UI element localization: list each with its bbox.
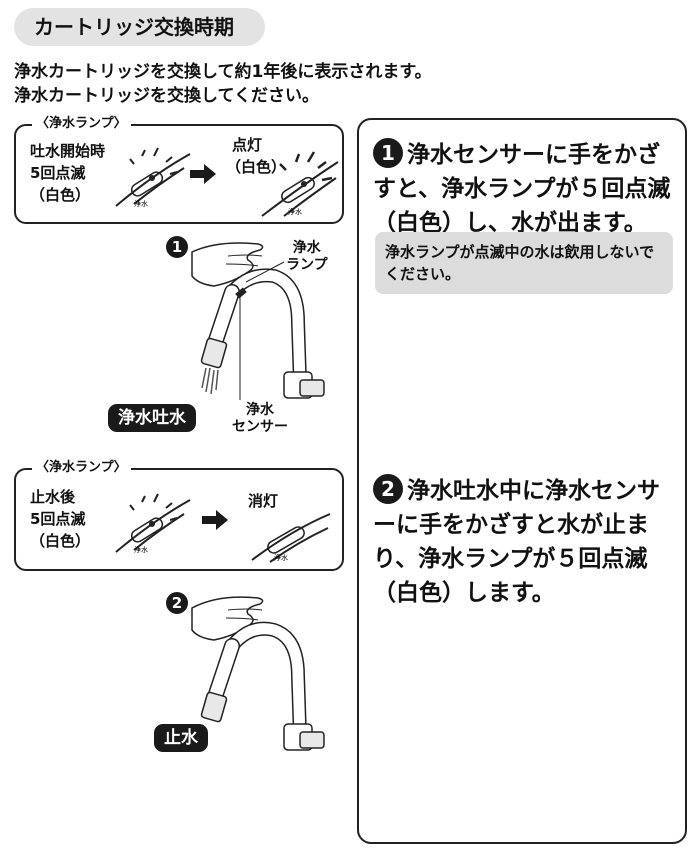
lamp-left-caption: 止水後 5回点滅 （白色） [30, 486, 90, 552]
faucet-with-hand-illustration-2 [191, 596, 325, 751]
caption-line: （白色） [30, 186, 91, 204]
faucet-with-hand-illustration-1 [191, 242, 325, 400]
caption-line: 5回点滅 [30, 164, 86, 182]
lamp-left-caption: 吐水開始時 5回点滅 （白色） [30, 140, 105, 206]
lamp-icon-label: 浄水 [288, 207, 302, 216]
caption-line: 5回点滅 [30, 510, 86, 528]
intro-line-2: 浄水カートリッジを交換してください。 [14, 86, 319, 106]
lamp-icon-label: 浄水 [134, 199, 148, 208]
caution-note: 浄水ランプが点滅中の水は飲用しないでください。 [375, 232, 673, 294]
step-badge-1: 1 [166, 236, 188, 258]
callout-line: 浄水 [246, 402, 274, 418]
lit-lamp-icon: 浄水 [261, 151, 339, 217]
caption-line: 吐水開始時 [30, 142, 106, 160]
lamp-icon-label: 浄水 [274, 553, 288, 562]
callout-line: センサー [232, 419, 288, 435]
arrow-right-icon [190, 164, 216, 184]
caption-line: 点灯 [232, 136, 263, 154]
lamp-box-label: 〈浄水ランプ〉 [32, 115, 131, 133]
water-stop-badge: 止水 [154, 724, 208, 752]
step-number-badge: 1 [373, 138, 403, 168]
lamp-status-box-1: 〈浄水ランプ〉 吐水開始時 5回点滅 （白色） 浄水 点灯 （白色） [14, 115, 344, 224]
intro-text: 浄水カートリッジを交換して約1年後に表示されます。 浄水カートリッジを交換してく… [14, 60, 432, 108]
arrow-right-icon [202, 510, 228, 530]
intro-line-1: 浄水カートリッジを交換して約1年後に表示されます。 [14, 62, 432, 82]
step-badge-2: 2 [166, 592, 188, 614]
sensor-callout: 浄水 センサー [232, 402, 288, 436]
lamp-icon-label: 浄水 [134, 545, 148, 554]
blinking-lamp-icon: 浄水 [115, 147, 191, 208]
step-number-badge: 2 [373, 474, 403, 504]
filtered-water-on-badge: 浄水吐水 [108, 404, 196, 432]
instruction-text: 浄水吐水中に浄水センサーに手をかざすと水が止まり、浄水ランプが５回点滅（白色）し… [373, 478, 660, 606]
instruction-text: 浄水センサーに手をかざすと、浄水ランプが５回点滅（白色）し、水が出ます。 [373, 142, 671, 236]
blinking-lamp-icon: 浄水 [115, 493, 191, 554]
callout-line: 浄水 [292, 240, 321, 256]
lamp-status-box-2: 〈浄水ランプ〉 止水後 5回点滅 （白色） 浄水 消灯 浄水 [14, 459, 344, 571]
caption-line: （白色） [30, 532, 91, 550]
caption-line: 止水後 [30, 488, 76, 506]
section-title: カートリッジ交換時期 [14, 8, 265, 46]
lamp-right-caption: 点灯 （白色） [226, 134, 286, 178]
lamp-callout: 浄水 ランプ [286, 240, 328, 274]
callout-line: ランプ [286, 257, 328, 273]
unlit-lamp-icon: 浄水 [251, 513, 331, 563]
caption-line: （白色） [226, 158, 287, 176]
lamp-box-label: 〈浄水ランプ〉 [32, 459, 131, 477]
lamp-right-caption: 消灯 [248, 492, 279, 510]
